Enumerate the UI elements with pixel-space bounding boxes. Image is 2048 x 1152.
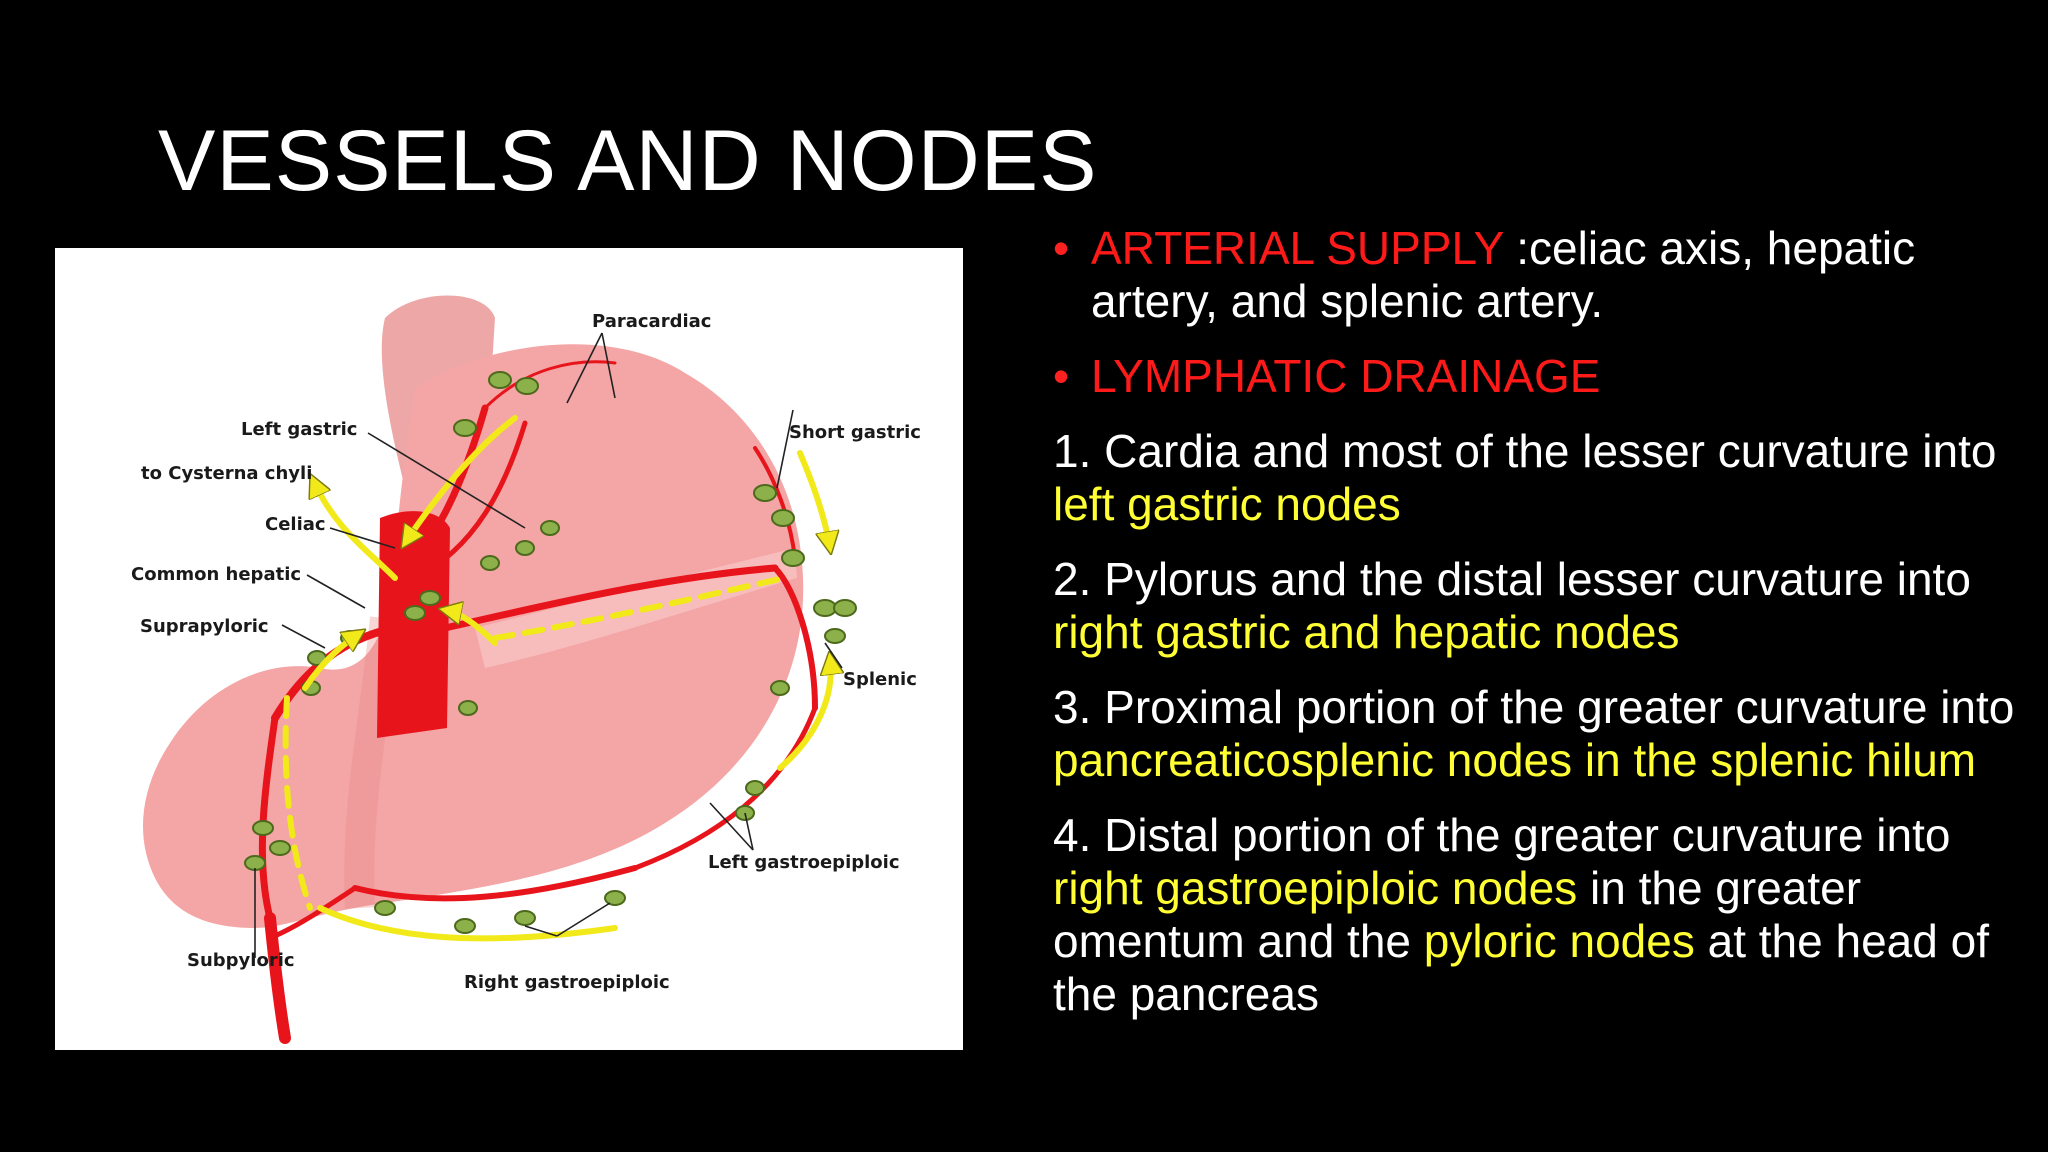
label-common-hepatic: Common hepatic [131, 564, 301, 585]
heading-arterial-supply: ARTERIAL SUPPLY [1091, 222, 1504, 274]
bullet-dot: • [1053, 222, 1070, 274]
lymph-nodes [244, 371, 857, 934]
item-highlight: right gastric and hepatic nodes [1053, 606, 1680, 658]
item-highlight: pancreaticosplenic nodes in the splenic … [1053, 734, 1977, 786]
item-highlight: left gastric nodes [1053, 478, 1401, 530]
label-left-gastroepiploic: Left gastroepiploic [708, 852, 900, 873]
label-right-gastroepiploic: Right gastroepiploic [464, 972, 670, 993]
leader-lines [254, 332, 843, 958]
drainage-item-4: 4. Distal portion of the greater curvatu… [1053, 809, 2023, 1021]
label-short-gastric: Short gastric [789, 422, 921, 443]
stomach-lymphatics-diagram: Paracardiac Left gastric to Cysterna chy… [55, 248, 963, 1050]
drainage-item-1: 1. Cardia and most of the lesser curvatu… [1053, 425, 2023, 531]
item-text: 3. Proximal portion of the greater curva… [1053, 681, 2015, 733]
heading-lymphatic-drainage: LYMPHATIC DRAINAGE [1091, 350, 1601, 402]
arterial-supply-text: :celiac axis, hepatic artery, and spleni… [1091, 222, 1916, 327]
label-cysterna-chyli: to Cysterna chyli [141, 463, 312, 484]
slide-content: • ARTERIAL SUPPLY :celiac axis, hepatic … [1053, 222, 2023, 1043]
item-text: 1. Cardia and most of the lesser curvatu… [1053, 425, 1997, 477]
label-celiac: Celiac [265, 514, 326, 535]
item-text: 4. Distal portion of the greater curvatu… [1053, 809, 1977, 861]
item-highlight: pyloric nodes [1423, 915, 1695, 967]
label-paracardiac: Paracardiac [592, 311, 711, 332]
label-left-gastric: Left gastric [241, 419, 357, 440]
bullet-lymphatic-drainage: • LYMPHATIC DRAINAGE [1053, 350, 2023, 403]
drainage-item-3: 3. Proximal portion of the greater curva… [1053, 681, 2023, 787]
slide-title: VESSELS AND NODES [158, 113, 1098, 209]
item-text: in the greater omentum and the [1053, 862, 1862, 967]
bullet-dot: • [1053, 350, 1070, 402]
item-highlight: right gastroepiploic nodes [1053, 862, 1578, 914]
label-suprapyloric: Suprapyloric [140, 616, 269, 637]
drainage-arrows [282, 415, 831, 942]
item-text: 2. Pylorus and the distal lesser curvatu… [1053, 553, 1997, 605]
drainage-item-2: 2. Pylorus and the distal lesser curvatu… [1053, 553, 2023, 659]
item-text: at the head of the pancreas [1053, 915, 1989, 1020]
stomach-shape [143, 344, 804, 928]
label-subpyloric: Subpyloric [187, 950, 295, 971]
bullet-arterial-supply: • ARTERIAL SUPPLY :celiac axis, hepatic … [1053, 222, 2023, 328]
label-splenic: Splenic [843, 669, 917, 690]
